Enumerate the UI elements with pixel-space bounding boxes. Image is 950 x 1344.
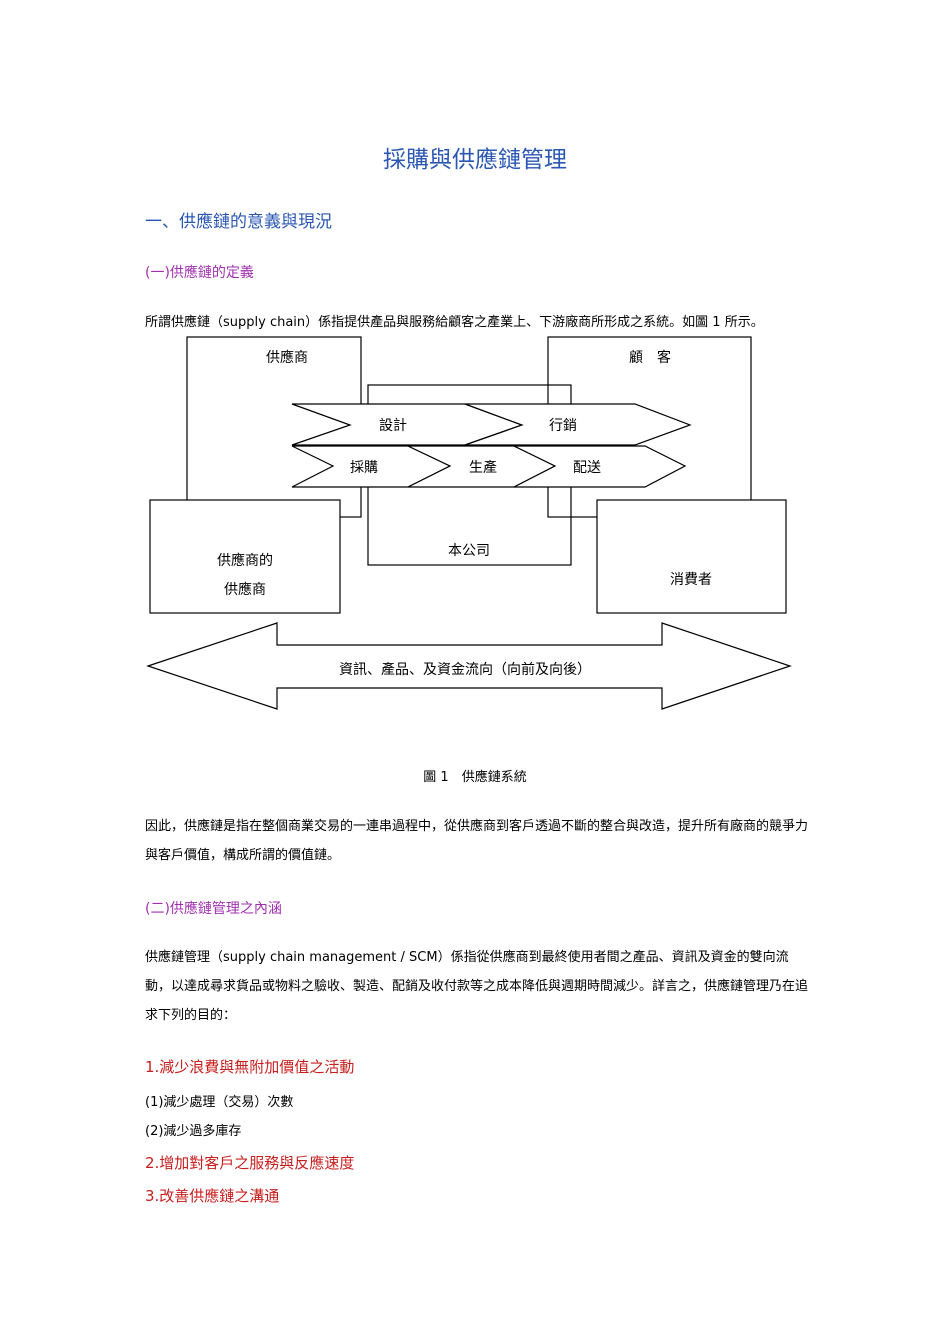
customer-label: 顧 客 bbox=[629, 349, 671, 366]
value-chain-paragraph: 因此，供應鏈是指在整個商業交易的一連串過程中，從供應商到客戶透過不斷的整合與改造… bbox=[145, 819, 809, 863]
figure-caption: 圖 1 供應鏈系統 bbox=[423, 770, 527, 785]
supplier-label: 供應商 bbox=[266, 349, 308, 366]
definition-paragraph: 所謂供應鏈（supply chain）係指提供產品與服務給顧客之產業上、下游廠商… bbox=[145, 315, 764, 330]
marketing-chevron bbox=[464, 403, 692, 446]
suppliers-supplier-label-1: 供應商的 bbox=[217, 552, 273, 569]
suppliers-supplier-box bbox=[149, 499, 341, 614]
purchasing-label: 採購 bbox=[350, 460, 378, 476]
section-heading-1: 一、供應鏈的意義與現況 bbox=[145, 212, 332, 232]
supply-chain-diagram: 供應商 顧 客 設計 行銷 採購 生產 配送 本公司 供應商的 供應商 消費者 … bbox=[146, 336, 792, 710]
delivery-label: 配送 bbox=[573, 460, 601, 476]
flow-double-arrow bbox=[146, 622, 792, 710]
goal-1-item-2: (2)減少過多庫存 bbox=[145, 1124, 242, 1139]
subsection-heading-definition: (一)供應鏈的定義 bbox=[145, 265, 254, 281]
goal-1-heading: 1.減少浪費與無附加價值之活動 bbox=[145, 1058, 355, 1076]
company-label: 本公司 bbox=[448, 543, 490, 559]
goal-1-item-1: (1)減少處理（交易）次數 bbox=[145, 1095, 294, 1110]
production-label: 生產 bbox=[469, 459, 497, 476]
flow-label: 資訊、產品、及資金流向（向前及向後） bbox=[339, 661, 591, 678]
design-label: 設計 bbox=[379, 418, 407, 434]
consumer-box bbox=[596, 499, 787, 614]
suppliers-supplier-label-2: 供應商 bbox=[224, 581, 266, 598]
scm-paragraph: 供應鏈管理（supply chain management / SCM）係指從供… bbox=[145, 950, 809, 1023]
goal-3-heading: 3.改善供應鏈之溝通 bbox=[145, 1187, 280, 1205]
marketing-label: 行銷 bbox=[549, 418, 577, 434]
consumer-label: 消費者 bbox=[670, 572, 712, 588]
goal-2-heading: 2.增加對客戶之服務與反應速度 bbox=[145, 1154, 355, 1172]
subsection-heading-scm: (二)供應鏈管理之內涵 bbox=[145, 901, 282, 917]
delivery-chevron bbox=[513, 445, 687, 488]
page-title: 採購與供應鏈管理 bbox=[383, 147, 567, 173]
